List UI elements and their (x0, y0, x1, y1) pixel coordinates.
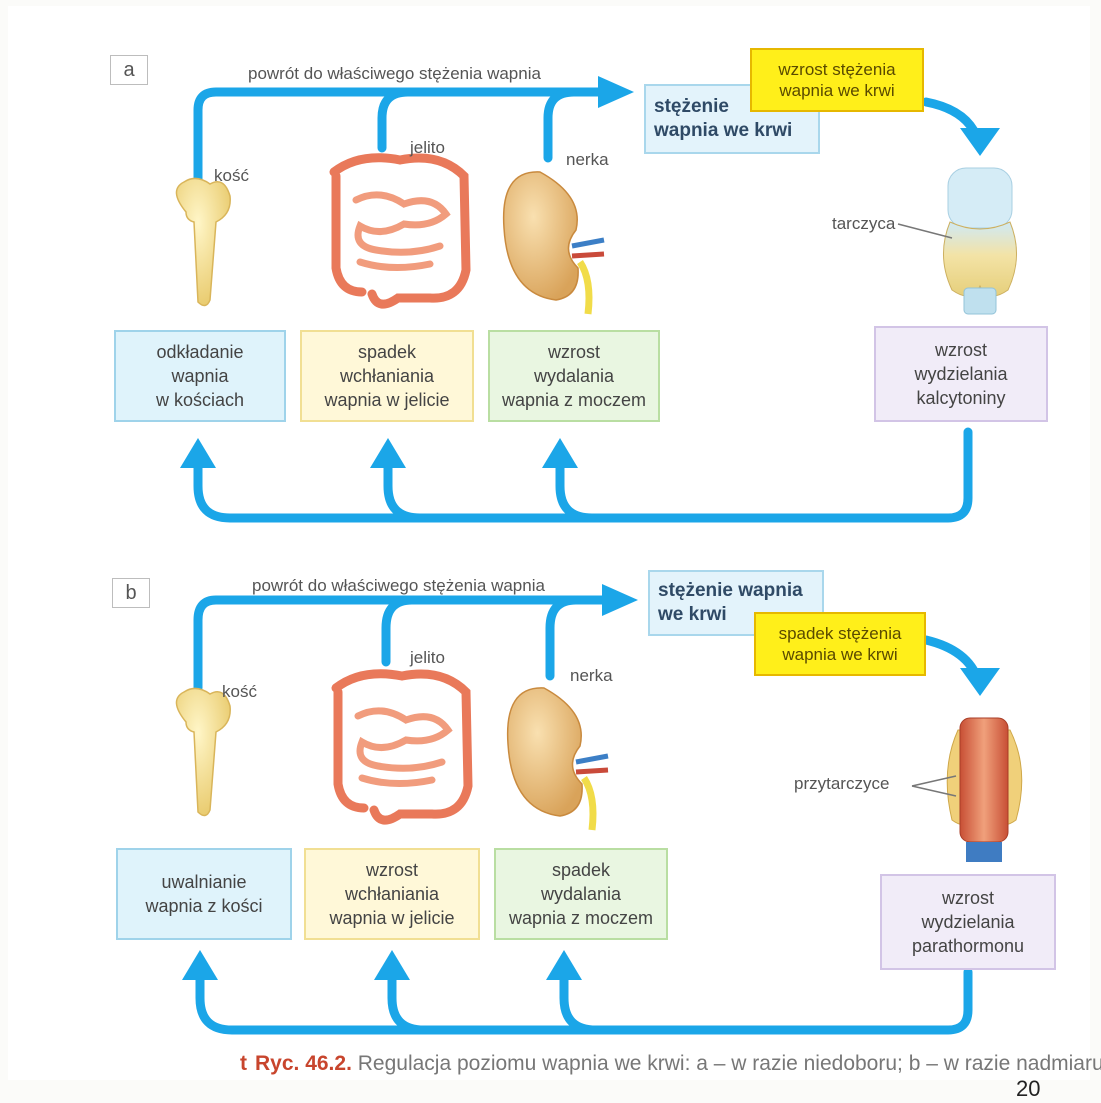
panel-letter-a: a (110, 55, 148, 85)
effect-box-hormone-b: wzrost wydzielania parathormonu (880, 874, 1056, 970)
effect-line: wydzielania (912, 910, 1024, 934)
effect-box-kidney-a: wzrost wydalania wapnia z moczem (488, 330, 660, 422)
bone-label-a: kość (214, 166, 249, 186)
bottom-branch-kidney-b (564, 978, 596, 1030)
effect-line: wapnia w jelicie (329, 906, 454, 930)
arrowhead-kidney-a (542, 438, 578, 468)
effect-line: wzrost (912, 886, 1024, 910)
effect-line: wydalania (502, 364, 646, 388)
change-line-1: wzrost stężenia (778, 59, 895, 80)
effect-box-bone-b: uwalnianie wapnia z kości (116, 848, 292, 940)
return-label-b: powrót do właściwego stężenia wapnia (252, 576, 545, 596)
intestine-branch-b (386, 600, 412, 662)
effect-box-hormone-a: wzrost wydzielania kalcytoniny (874, 326, 1048, 422)
effect-line: odkładanie (156, 340, 244, 364)
change-line-2: wapnia we krwi (778, 80, 895, 101)
effect-line: wapnia z kości (145, 894, 262, 918)
figure-caption: t Ryc. 46.2. Regulacja poziomu wapnia we … (240, 1052, 1101, 1076)
effect-line: wapnia (156, 364, 244, 388)
effect-line: wapnia z moczem (502, 388, 646, 412)
arrowhead-intestine-a (370, 438, 406, 468)
arrowhead-return-b (602, 584, 638, 616)
thyroid-illustration-a (898, 168, 1017, 314)
return-arrow-line-a (198, 92, 600, 180)
bottom-branch-intestine-b (392, 978, 424, 1030)
kidney-branch-a (548, 92, 574, 158)
effect-box-intestine-b: wzrost wchłaniania wapnia w jelicie (304, 848, 480, 940)
gland-label-b: przytarczyce (794, 774, 889, 794)
kidney-illustration-b (508, 688, 608, 830)
effect-box-kidney-b: spadek wydalania wapnia z moczem (494, 848, 668, 940)
kidney-illustration-a (504, 172, 604, 314)
concentration-line-1: stężenie wapnia (658, 579, 803, 603)
change-box-b: spadek stężenia wapnia we krwi (754, 612, 926, 676)
effect-line: kalcytoniny (914, 386, 1007, 410)
parathyroid-illustration-b (912, 718, 1022, 862)
effect-line: wydzielania (914, 362, 1007, 386)
arrowhead-gland-b (960, 668, 1000, 696)
bone-label-b: kość (222, 682, 257, 702)
page-number: 20 (1016, 1076, 1040, 1102)
intestine-label-b: jelito (410, 648, 445, 668)
change-line-1: spadek stężenia (779, 623, 902, 644)
intestine-illustration-a (334, 158, 466, 304)
figure-marker-icon: t (240, 1052, 247, 1075)
change-line-2: wapnia we krwi (779, 644, 902, 665)
effect-line: wchłaniania (324, 364, 449, 388)
arrowhead-gland-a (960, 128, 1000, 156)
intestine-label-a: jelito (410, 138, 445, 158)
panel-letter-b: b (112, 578, 150, 608)
change-box-a: wzrost stężenia wapnia we krwi (750, 48, 924, 112)
arrowhead-return-a (598, 76, 634, 108)
concentration-line-2: wapnia we krwi (654, 119, 792, 143)
intestine-branch-a (382, 92, 408, 148)
effect-line: w kościach (156, 388, 244, 412)
bottom-branch-intestine-a (388, 466, 420, 518)
caption-text: Regulacja poziomu wapnia we krwi: a – w … (358, 1052, 1101, 1075)
figure-number: Ryc. 46.2. (255, 1052, 352, 1075)
effect-line: parathormonu (912, 934, 1024, 958)
effect-line: wapnia w jelicie (324, 388, 449, 412)
arrowhead-bone-b (182, 950, 218, 980)
bone-illustration-b (176, 688, 230, 815)
arrowhead-intestine-b (374, 950, 410, 980)
bottom-branch-kidney-a (560, 466, 592, 518)
effect-box-intestine-a: spadek wchłaniania wapnia w jelicie (300, 330, 474, 422)
effect-line: wchłaniania (329, 882, 454, 906)
bottom-loop-b (200, 972, 968, 1030)
effect-line: wapnia z moczem (509, 906, 653, 930)
bottom-loop-a (198, 432, 968, 518)
effect-line: wzrost (329, 858, 454, 882)
arrowhead-bone-a (180, 438, 216, 468)
effect-line: spadek (509, 858, 653, 882)
effect-box-bone-a: odkładanie wapnia w kościach (114, 330, 286, 422)
effect-line: wzrost (914, 338, 1007, 362)
intestine-illustration-b (336, 674, 468, 820)
effect-line: wzrost (502, 340, 646, 364)
effect-line: spadek (324, 340, 449, 364)
kidney-branch-b (550, 600, 576, 676)
effect-line: wydalania (509, 882, 653, 906)
effect-line: uwalnianie (145, 870, 262, 894)
return-label-a: powrót do właściwego stężenia wapnia (248, 64, 541, 84)
bone-illustration-a (176, 178, 230, 305)
gland-label-a: tarczyca (832, 214, 895, 234)
arrowhead-kidney-b (546, 950, 582, 980)
kidney-label-b: nerka (570, 666, 613, 686)
kidney-label-a: nerka (566, 150, 609, 170)
